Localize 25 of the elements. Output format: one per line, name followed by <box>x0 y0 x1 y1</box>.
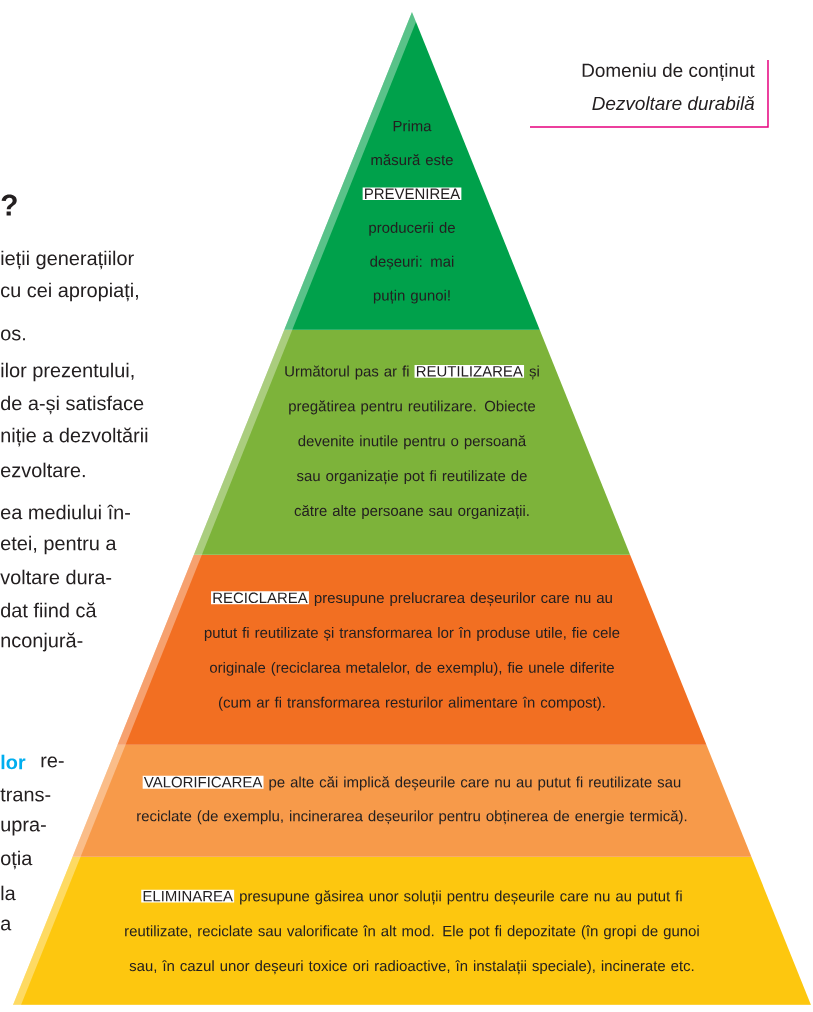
pyramid-level: VALORIFICAREA pe alte căi implică deșeurile care nu au putut fi reutilizate sau reciclate (de exemplu, incinerarea deșeurilor pentru obținerea de energie termică). <box>72 745 752 857</box>
body-text: cu cei apropiați, <box>1 282 138 302</box>
body-text: ea mediului în- <box>1 504 130 520</box>
body-text: lor <box>1 754 26 770</box>
body-text: la <box>1 885 16 901</box>
body-text: upra- <box>1 820 46 836</box>
body-text: ieții generațiilor <box>1 250 134 270</box>
body-text: trans- <box>0 788 51 802</box>
label-text: Domeniu de conținut <box>582 63 755 81</box>
pyramid-level: Următorul pas ar fi REUTILIZAREA și pregătirea pentru reutilizare. Obiecte devenite inutile pentru o persoană sau organizație pot fi reutilizate de către alte persoane sau organizații. <box>193 330 631 555</box>
body-text: ilor prezentului, <box>1 362 134 382</box>
body-text: nconjură- <box>1 632 83 652</box>
pyramid-level: RECICLAREA presupune prelucrarea deșeurilor care nu au putut fi reutilizate și transformarea lor în produse utile, fie cele originale (reciclarea metalelor, de exemplu), fie unele diferite (cum ar fi transformarea resturilor alimentare în compost). <box>117 555 707 745</box>
body-text: dat fiind că <box>1 602 97 618</box>
body-text: niție a dezvoltării <box>1 427 148 447</box>
heading-text: ? <box>1 194 17 216</box>
highlighted-term: PREVENIREA <box>362 187 462 201</box>
body-text: de a-și satisface <box>1 395 144 415</box>
body-text: os. <box>1 329 25 341</box>
label-text: Dezvoltare durabilă <box>592 95 755 111</box>
body-text: ezvoltare. <box>1 462 85 478</box>
highlighted-term: RECICLAREA <box>211 591 309 605</box>
body-text: re- <box>41 756 64 768</box>
body-text: etei, pentru a <box>1 535 117 555</box>
pyramid-level: Prima măsură este PREVENIREA producerii de deșeuri: mai puțin gunoi! <box>284 12 540 330</box>
